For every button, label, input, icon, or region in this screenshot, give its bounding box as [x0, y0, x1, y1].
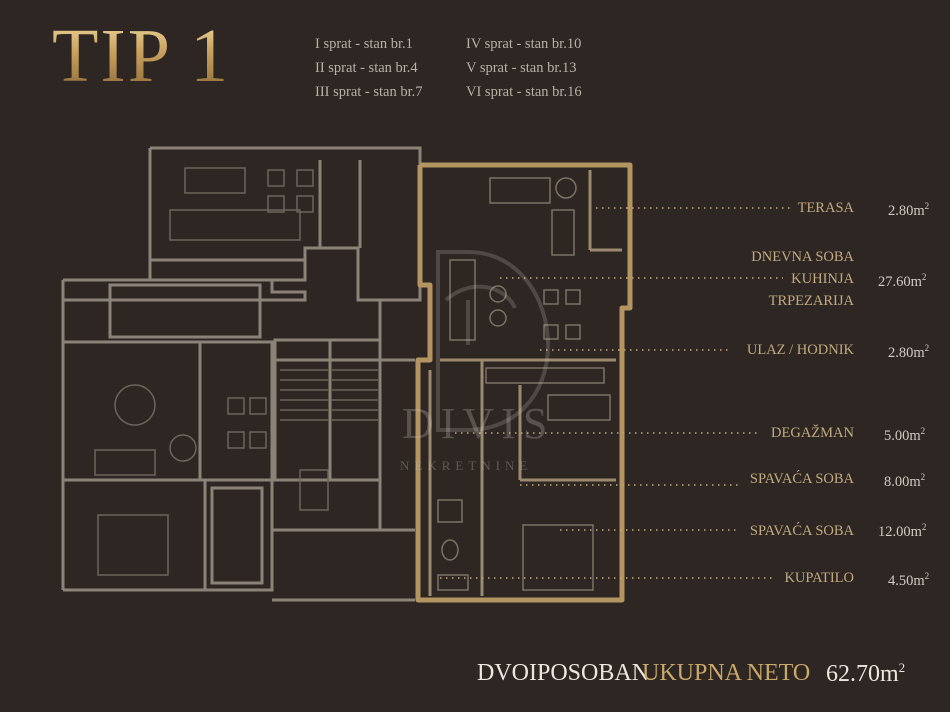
floor-entry: VI sprat - stan br.16	[466, 84, 582, 100]
watermark-logo-icon	[436, 250, 551, 432]
floor-entry: II sprat - stan br.4	[315, 60, 418, 76]
floor-list-left: I sprat - stan br.1 II sprat - stan br.4…	[315, 32, 423, 104]
floor-entry: III sprat - stan br.7	[315, 84, 423, 100]
plan-title: TIP 1	[52, 14, 231, 98]
room-area-kupatilo: 4.50m2	[888, 571, 930, 589]
room-area-ulaz-hodnik: 2.80m2	[888, 343, 930, 361]
room-area-degazman: 5.00m2	[884, 426, 926, 444]
room-area-terasa: 2.80m2	[888, 201, 930, 219]
room-label-spavaca-soba-2: SPAVAĆA SOBA	[749, 523, 854, 539]
watermark-subtitle: NEKRETNINE	[400, 458, 533, 473]
room-label-kupatilo: KUPATILO	[784, 570, 854, 586]
room-area-spavaca-soba-1: 8.00m2	[884, 472, 926, 490]
total-area-value: 62.70m2	[826, 660, 906, 687]
label-leaders	[440, 207, 790, 579]
apartment-outline	[415, 162, 633, 603]
floor-entry: V sprat - stan br.13	[466, 60, 577, 76]
total-area-label: UKUPNA NETO	[642, 660, 811, 686]
room-label-spavaca-soba-1: SPAVAĆA SOBA	[749, 471, 854, 487]
apartment-type: DVOIPOSOBAN	[477, 660, 650, 686]
furniture-apartment	[437, 177, 611, 591]
room-label-ulaz-hodnik: ULAZ / HODNIK	[746, 342, 854, 358]
apartment-interior-walls	[428, 170, 622, 596]
watermark-name: DIVIS	[402, 399, 555, 448]
room-area-dnevna-soba: 27.60m2	[878, 272, 927, 290]
room-label-dnevna-soba: DNEVNA SOBA KUHINJA TRPEZARIJA	[751, 249, 854, 309]
stair-treads	[280, 369, 378, 421]
floor-entry: IV sprat - stan br.10	[466, 36, 582, 52]
room-area-spavaca-soba-2: 12.00m2	[878, 522, 927, 540]
building-walls	[61, 146, 422, 602]
room-label-terasa: TERASA	[797, 200, 854, 216]
room-label-degazman: DEGAŽMAN	[771, 425, 854, 441]
furniture-left	[94, 167, 329, 576]
floor-entry: I sprat - stan br.1	[315, 36, 413, 52]
floor-list-right: IV sprat - stan br.10 V sprat - stan br.…	[466, 32, 582, 104]
